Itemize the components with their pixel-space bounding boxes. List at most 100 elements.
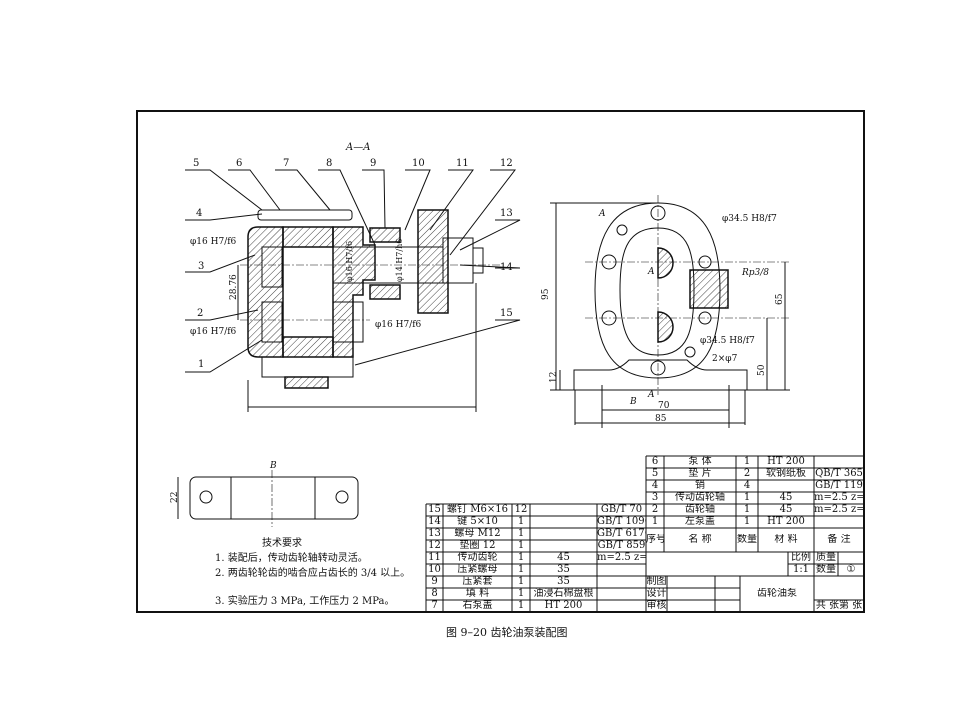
svg-text:11: 11	[456, 158, 469, 169]
thread-dim: Rp3/8	[741, 268, 769, 278]
height-50-dim: 50	[757, 364, 767, 376]
tech-req-item: 2. 两齿轮轮齿的啮合应占齿长的 3/4 以上。	[215, 568, 411, 579]
parts-cell-name: 销	[695, 480, 705, 491]
parts-cell-qty: 1	[517, 564, 525, 575]
parts-cell-name: 填 料	[465, 588, 490, 599]
parts-cell-no: 4	[651, 480, 659, 491]
header-cell-name: 名 称	[688, 534, 712, 545]
side-view: 95 50 65 12 70 85 φ34.5 H8/f7 φ34.5 H8/f…	[541, 195, 790, 428]
holes-dim: 2×φ7	[712, 354, 738, 364]
drawing-title: 齿轮油泵	[757, 588, 797, 599]
parts-cell-no: 15	[428, 504, 441, 515]
fit-dim: φ14 H7/h6	[395, 239, 404, 282]
parts-cell-name: 键 5×10	[457, 516, 498, 527]
header-cell-no: 序号	[646, 534, 664, 545]
parts-list-grid	[425, 455, 865, 613]
parts-cell-mat: 软钢纸板	[766, 468, 806, 479]
scale-label: 比例	[791, 552, 811, 563]
view-b-label: B	[269, 461, 277, 471]
design-label: 设计	[646, 588, 667, 599]
drawn-label: 制图	[646, 576, 667, 587]
fit-dim: φ34.5 H8/f7	[722, 214, 777, 224]
parts-cell-name: 传动齿轮轴	[675, 492, 725, 503]
parts-cell-qty: 1	[517, 552, 525, 563]
svg-text:3: 3	[198, 261, 204, 272]
parts-cell-mat: HT 200	[767, 456, 805, 467]
parts-cell-no: 11	[428, 552, 441, 563]
scale-value: 1:1	[792, 564, 810, 575]
parts-cell-note: m=2.5 z=20	[814, 504, 864, 515]
parts-cell-note: GB/T 6170	[597, 528, 646, 539]
parts-cell-name: 齿轮轴	[685, 504, 715, 515]
parts-cell-note: GB/T 70	[600, 504, 643, 515]
width-70-dim: 70	[658, 401, 670, 411]
parts-cell-no: 12	[428, 540, 441, 551]
parts-cell-mat: HT 200	[544, 600, 583, 611]
fit-dim: φ16 H7/f6	[345, 241, 354, 282]
height-95-dim: 95	[541, 288, 551, 300]
parts-cell-no: 5	[651, 468, 659, 479]
parts-cell-qty: 4	[743, 480, 751, 491]
header-cell-qty: 数量	[737, 534, 757, 545]
parts-cell-qty: 1	[743, 516, 751, 527]
tech-req-item: 1. 装配后，传动齿轮轴转动灵活。	[215, 553, 368, 564]
parts-cell-mat: 35	[557, 576, 570, 587]
count-label: 数量	[816, 564, 836, 575]
parts-cell-mat: 35	[557, 564, 570, 575]
svg-text:1: 1	[198, 359, 204, 370]
svg-text:2: 2	[197, 308, 203, 319]
header-cell-mat: 材 料	[774, 534, 798, 545]
check-label: 审核	[646, 600, 667, 611]
section-mark: A	[647, 267, 655, 277]
svg-text:4: 4	[196, 208, 202, 219]
parts-cell-qty: 1	[517, 576, 525, 587]
parts-cell-name: 传动齿轮	[457, 552, 498, 563]
height-22-dim: 22	[170, 492, 180, 503]
svg-text:10: 10	[412, 158, 425, 169]
parts-cell-no: 14	[428, 516, 441, 527]
svg-text:15: 15	[500, 308, 513, 319]
parts-cell-name: 螺钉 M6×16	[447, 504, 508, 515]
width-85-dim: 85	[655, 414, 667, 424]
tech-req-item: 3. 实验压力 3 MPa, 工作压力 2 MPa。	[215, 596, 395, 607]
parts-cell-name: 垫圈 12	[459, 540, 496, 551]
section-view-a-a: A—A 28.76 φ16 H7/f6 φ16 H7/f6 φ16 H7/f6 …	[185, 142, 521, 412]
count-value: ①	[846, 564, 856, 575]
parts-cell-mat: 45	[779, 504, 793, 515]
parts-cell-no: 13	[428, 528, 441, 539]
parts-cell-qty: 1	[743, 504, 751, 515]
parts-cell-note: GB/T 119	[815, 480, 863, 491]
fit-dim: φ16 H7/f6	[375, 320, 422, 330]
parts-cell-mat: HT 200	[767, 516, 805, 527]
section-mark: A	[647, 390, 655, 400]
parts-cell-no: 10	[428, 564, 441, 575]
parts-cell-no: 3	[651, 492, 659, 503]
parts-cell-no: 8	[431, 588, 438, 599]
parts-cell-note: QB/T 365	[815, 468, 863, 479]
parts-cell-no: 2	[651, 504, 659, 515]
height-12-dim: 12	[549, 372, 559, 383]
view-b: B 22	[170, 461, 359, 527]
parts-cell-mat: 油浸石棉盘根	[533, 588, 594, 599]
svg-text:7: 7	[283, 158, 289, 169]
fit-dim: φ16 H7/f6	[190, 327, 237, 337]
section-label: A—A	[345, 142, 370, 153]
svg-text:6: 6	[236, 158, 242, 169]
parts-cell-note: m=2.5 z=20	[597, 552, 646, 563]
parts-cell-no: 7	[431, 600, 438, 611]
view-mark: B	[629, 397, 637, 407]
mass-label: 质量	[816, 552, 836, 563]
parts-cell-qty: 1	[743, 456, 751, 467]
section-mark: A	[598, 209, 606, 219]
parts-cell-name: 压紧螺母	[457, 564, 498, 575]
parts-cell-mat: 45	[557, 552, 570, 563]
svg-text:12: 12	[500, 158, 513, 169]
parts-cell-note: m=2.5 z=20	[814, 492, 864, 503]
svg-text:9: 9	[370, 158, 376, 169]
parts-cell-note: GB/T 1096	[597, 516, 646, 527]
parts-cell-no: 9	[431, 576, 438, 587]
header-cell-note: 备 注	[827, 534, 851, 545]
parts-cell-qty: 1	[517, 600, 525, 611]
